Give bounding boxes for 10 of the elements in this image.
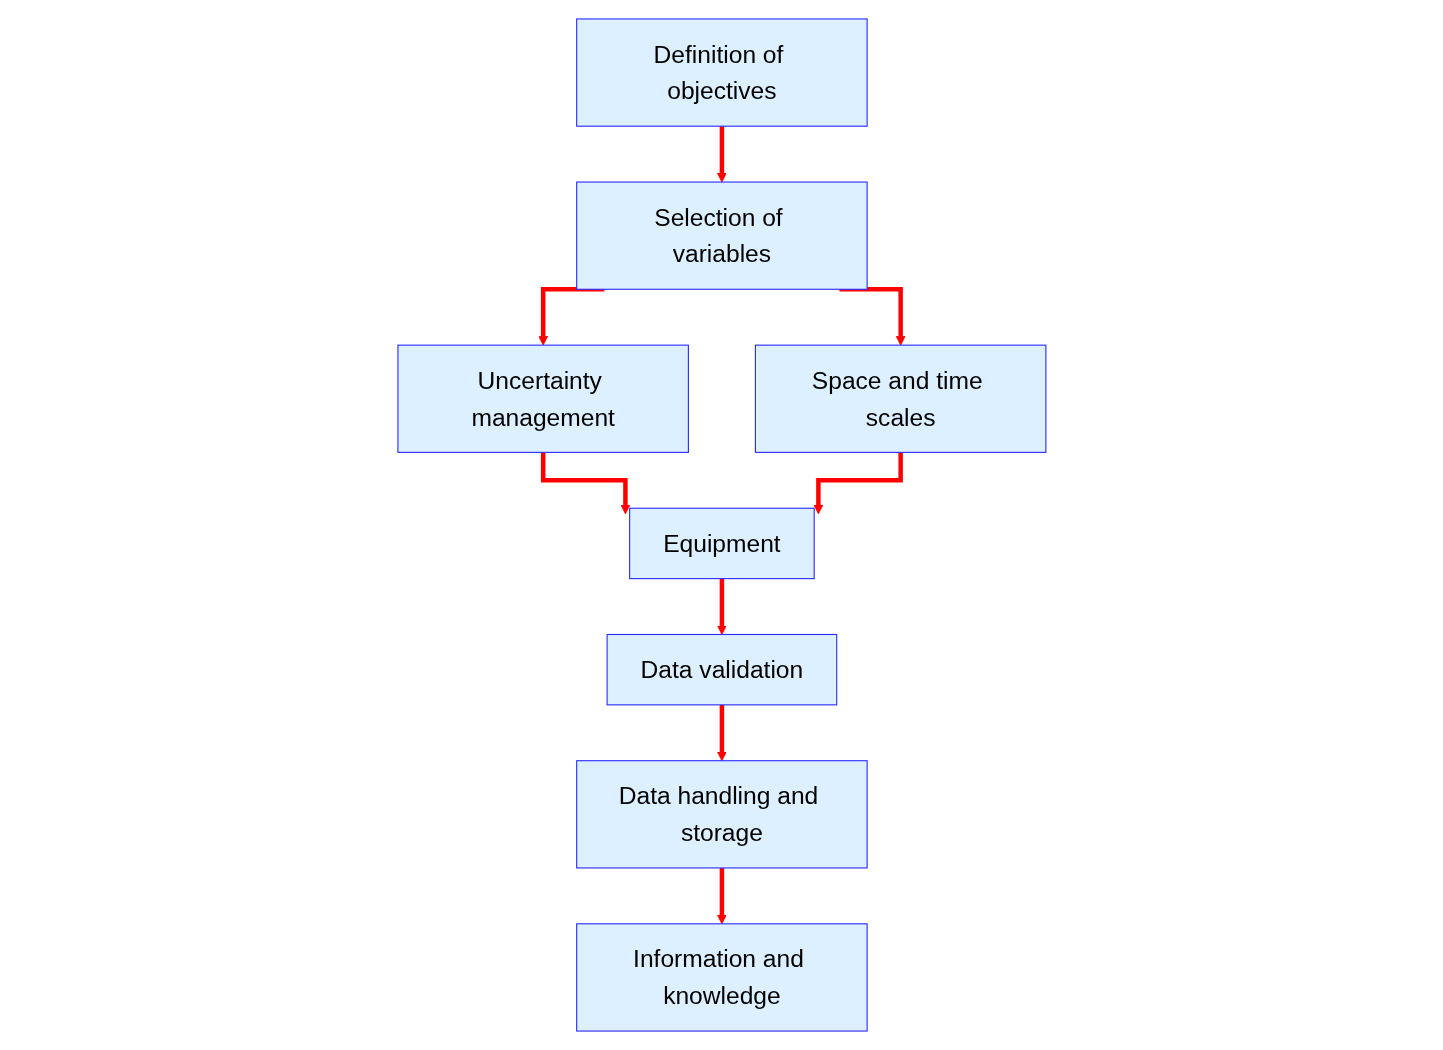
arrow [537,287,604,346]
node-box: Definition of objectives [575,18,868,127]
node-box: Space and time scales [754,344,1047,453]
node-box: Information and knowledge [575,923,868,1032]
node-box: Selection of variables [575,181,868,290]
node-box: Data handling and storage [575,760,868,869]
arrow [839,287,906,346]
node-box: Equipment [628,507,815,580]
node-box: Data validation [606,633,837,706]
node-box: Uncertainty management [396,344,689,453]
